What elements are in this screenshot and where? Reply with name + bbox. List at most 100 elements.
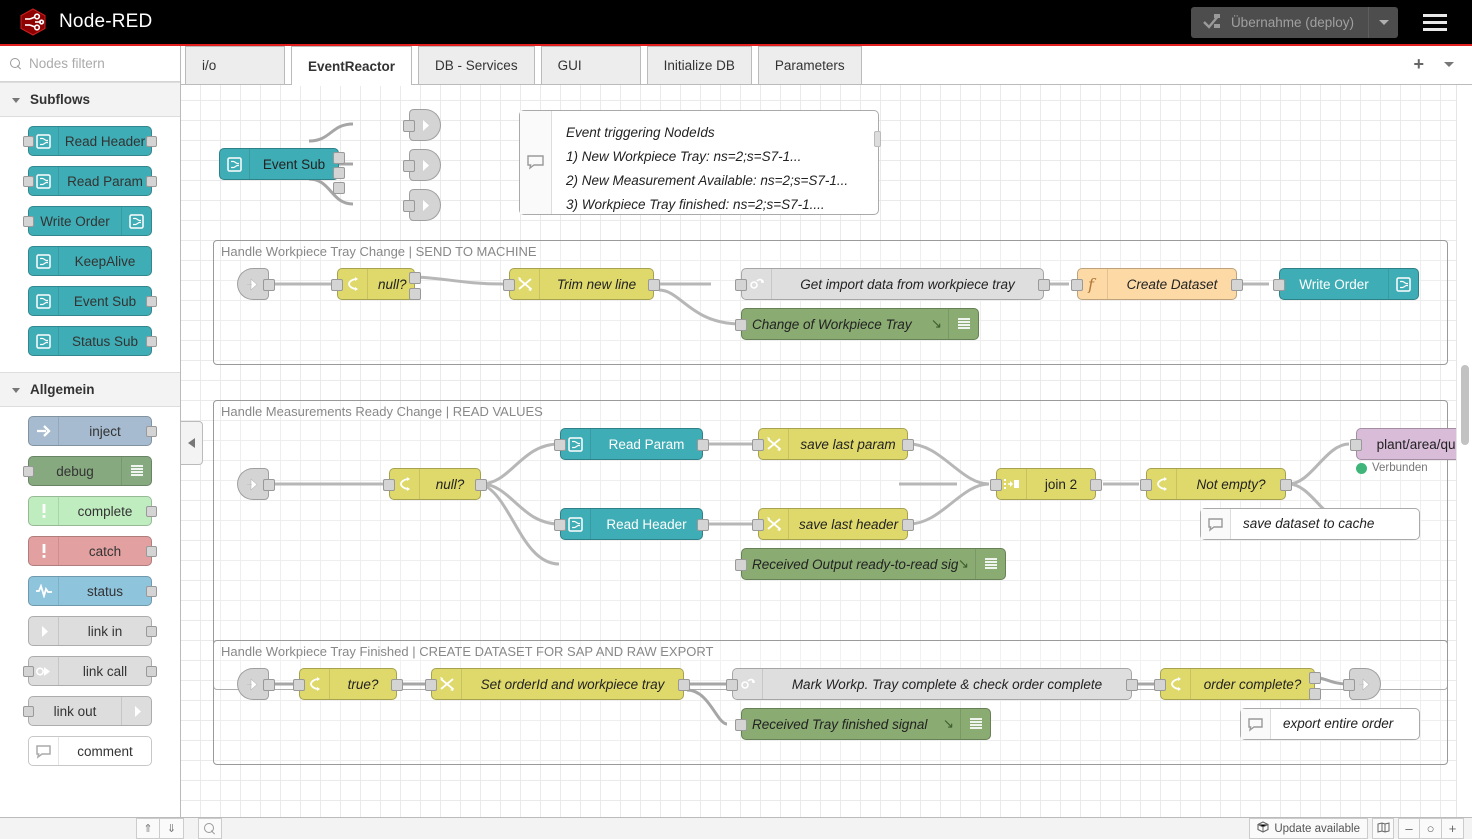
palette-category-allgemein[interactable]: Allgemein — [0, 372, 180, 407]
link-icon — [410, 150, 440, 180]
canvas-search-button[interactable] — [198, 818, 222, 839]
palette-node-keepalive[interactable]: KeepAlive — [28, 246, 152, 276]
palette-search[interactable]: Nodes filtern — [0, 46, 180, 82]
add-tab-icon[interactable]: + — [1413, 54, 1424, 74]
zoom-reset-button[interactable]: ○ — [1420, 818, 1442, 839]
flow-node-debug-received-output-ready[interactable]: Received Output ready-to-read signal ↘ — [735, 548, 1006, 580]
node-output-port — [146, 626, 157, 637]
deploy-dropdown-button[interactable] — [1368, 6, 1398, 38]
debug-target-icon: ↘ — [942, 716, 954, 731]
palette-node-link-in[interactable]: link in — [28, 616, 157, 646]
palette-node-status[interactable]: status — [28, 576, 157, 606]
flow-node-true-check[interactable]: true? — [293, 668, 403, 700]
comment-line: 2) New Measurement Available: ns=2;s=S7-… — [566, 173, 849, 188]
node-output-port-2 — [333, 167, 345, 179]
resize-handle[interactable] — [874, 131, 881, 147]
flow-node-link-in-3[interactable] — [237, 668, 275, 700]
palette-node-catch[interactable]: catch — [28, 536, 157, 566]
scrollbar-thumb[interactable] — [1461, 365, 1469, 445]
search-icon — [10, 57, 22, 70]
flow-node-link-out-order[interactable] — [1343, 668, 1381, 700]
zoom-out-button[interactable]: – — [1398, 818, 1420, 839]
palette-node-inject[interactable]: inject — [28, 416, 157, 446]
flow-node-link-out-2[interactable] — [403, 149, 441, 181]
palette-node-label: catch — [88, 543, 122, 559]
flow-node-set-orderid-workpiece-tray[interactable]: Set orderId and workpiece tray — [425, 668, 690, 700]
hamburger-menu-icon[interactable] — [1412, 0, 1458, 45]
switch-icon — [1147, 469, 1177, 499]
flow-node-null-check-1[interactable]: null? — [331, 268, 421, 300]
node-output-port — [1038, 279, 1050, 291]
palette-node-comment[interactable]: comment — [28, 736, 152, 766]
node-input-port — [23, 666, 34, 677]
search-icon — [204, 822, 216, 835]
subflow-icon — [29, 167, 59, 195]
collapse-all-button[interactable]: ⇑ — [136, 818, 160, 839]
comment-text: Event triggering NodeIds 1) New Workpiec… — [552, 111, 862, 214]
function-icon: f — [1078, 269, 1108, 299]
tab-parameters[interactable]: Parameters — [757, 46, 862, 84]
node-output-port — [146, 136, 157, 147]
comment-line: 3) Workpiece Tray finished: ns=2;s=S7-1.… — [566, 197, 825, 212]
node-input-port — [403, 120, 415, 132]
palette-node-link-call[interactable]: link call — [23, 656, 157, 686]
tab-eventreactor[interactable]: EventReactor — [291, 46, 413, 85]
flow-node-comment-save-dataset-to-cache[interactable]: save dataset to cache — [1200, 508, 1420, 540]
flow-node-link-out-1[interactable] — [403, 109, 441, 141]
flow-node-null-check-2[interactable]: null? — [383, 468, 487, 500]
flow-node-debug-received-tray-finished[interactable]: Received Tray finished signal ↘ — [735, 708, 991, 740]
zoom-in-button[interactable]: + — [1442, 818, 1464, 839]
palette-node-debug[interactable]: debug — [23, 456, 152, 486]
palette-node-read-param[interactable]: Read Param — [23, 166, 157, 196]
flow-node-get-import-data[interactable]: Get import data from workpiece tray — [735, 268, 1050, 300]
subflow-icon — [561, 509, 591, 539]
flow-node-link-in-1[interactable] — [237, 268, 275, 300]
flow-node-mark-workp-tray-complete[interactable]: Mark Workp. Tray complete & check order … — [726, 668, 1138, 700]
flow-canvas[interactable]: Event Sub Event triggering NodeIds 1) Ne… — [181, 85, 1456, 817]
node-output-port — [146, 336, 157, 347]
palette-node-complete[interactable]: complete — [28, 496, 157, 526]
deploy-button[interactable]: Übernahme (deploy) — [1190, 6, 1398, 38]
canvas-vertical-scrollbar[interactable] — [1456, 85, 1472, 817]
tab-db-services[interactable]: DB - Services — [418, 46, 535, 84]
flow-node-comment-export-entire-order[interactable]: export entire order — [1240, 708, 1420, 740]
deploy-button-main[interactable]: Übernahme (deploy) — [1191, 7, 1368, 38]
flow-node-link-out-3[interactable] — [403, 189, 441, 221]
change-icon — [510, 269, 540, 299]
flow-node-not-empty-check[interactable]: Not empty? — [1140, 468, 1292, 500]
flow-group-workpiece-tray-finished[interactable]: Handle Workpiece Tray Finished | CREATE … — [213, 640, 1448, 765]
tab-io[interactable]: i/o — [185, 46, 285, 84]
palette-node-link-out[interactable]: link out — [23, 696, 152, 726]
flow-node-save-last-param[interactable]: save last param — [752, 428, 914, 460]
flow-node-read-header[interactable]: Read Header — [554, 508, 709, 540]
palette-node-read-header[interactable]: Read Header — [23, 126, 157, 156]
tab-list-chevron-down-icon[interactable] — [1444, 62, 1454, 67]
flow-node-read-param[interactable]: Read Param — [554, 428, 709, 460]
flow-node-comment-event-ids[interactable]: Event triggering NodeIds 1) New Workpiec… — [519, 110, 881, 215]
flow-node-link-in-2[interactable] — [237, 468, 275, 500]
node-output-port — [1280, 479, 1292, 491]
debug-target-icon: ↘ — [930, 316, 942, 331]
palette-collapse-button[interactable] — [181, 421, 203, 465]
switch-icon — [1161, 669, 1191, 699]
tab-gui[interactable]: GUI — [540, 46, 641, 84]
flow-node-event-sub[interactable]: Event Sub — [219, 148, 345, 194]
flow-node-write-order[interactable]: Write Order — [1273, 268, 1419, 300]
flow-node-order-complete-check[interactable]: order complete? — [1154, 668, 1321, 700]
expand-all-button[interactable]: ⇓ — [160, 818, 184, 839]
update-available-button[interactable]: Update available — [1249, 818, 1368, 839]
flow-node-create-dataset[interactable]: f Create Dataset — [1071, 268, 1243, 300]
flow-node-trim-new-line[interactable]: Trim new line — [503, 268, 660, 300]
palette-category-subflows[interactable]: Subflows — [0, 82, 180, 117]
flow-node-mqtt-out-plant-raw[interactable]: plant/area/quality/1411005/raw — [1350, 428, 1456, 460]
palette-node-write-order[interactable]: Write Order — [23, 206, 152, 236]
flow-node-save-last-header[interactable]: save last header — [752, 508, 914, 540]
flow-group-workpiece-tray-change[interactable]: Handle Workpiece Tray Change | SEND TO M… — [213, 240, 1448, 365]
minus-icon: – — [1405, 821, 1413, 836]
palette-node-status-sub[interactable]: Status Sub — [28, 326, 157, 356]
tab-initialize-db[interactable]: Initialize DB — [646, 46, 752, 84]
palette-node-event-sub[interactable]: Event Sub — [28, 286, 157, 316]
navigator-toggle-button[interactable] — [1372, 818, 1394, 839]
flow-node-debug-change-of-workpiece-tray[interactable]: Change of Workpiece Tray ↘ — [735, 308, 979, 340]
flow-node-join-2[interactable]: join 2 — [990, 468, 1102, 500]
